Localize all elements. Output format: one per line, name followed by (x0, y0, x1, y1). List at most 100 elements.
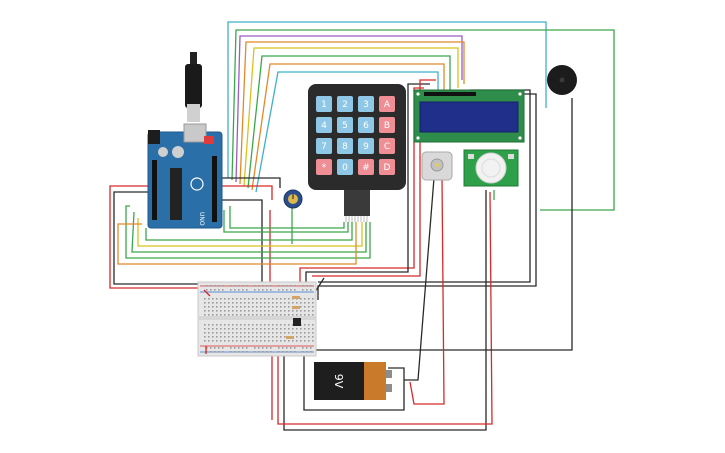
breadboard-hole (252, 332, 254, 334)
wire-yellow-kp[interactable] (137, 218, 363, 247)
keypad-key-9[interactable]: 9 (358, 138, 374, 154)
wire-red-5v[interactable] (109, 185, 208, 289)
wire-red-pot[interactable] (214, 185, 273, 200)
keypad-pins (345, 216, 368, 222)
breadboard-hole (268, 298, 270, 300)
breadboard-hole (212, 340, 214, 342)
resistor (286, 336, 294, 339)
keypad-key-face (316, 96, 332, 112)
wire-black-motor[interactable] (404, 177, 435, 381)
wire-black-buzzer[interactable] (312, 98, 573, 351)
battery-9v: 9V (314, 362, 392, 400)
breadboard-hole (252, 310, 254, 312)
breadboard-hole (204, 328, 206, 330)
breadboard-rail-hole (258, 351, 260, 353)
breadboard-hole (248, 324, 250, 326)
breadboard-hole (288, 340, 290, 342)
wire-purple-top[interactable] (235, 35, 463, 183)
breadboard-hole (256, 298, 258, 300)
potentiometer[interactable] (283, 189, 303, 209)
breadboard-hole (268, 306, 270, 308)
breadboard-rail-hole (310, 289, 312, 291)
wire-teal-top[interactable] (227, 21, 547, 178)
wire-red-motor[interactable] (409, 177, 445, 405)
wire-black-pot[interactable] (214, 177, 281, 188)
keypad-key-label: 6 (363, 121, 369, 131)
breadboard-hole (308, 332, 310, 334)
keypad-key-hash[interactable]: # (358, 159, 374, 175)
keypad-key-8[interactable]: 8 (337, 138, 353, 154)
arduino-board[interactable]: UNO (147, 52, 223, 229)
keypad-key-label: 2 (342, 100, 348, 110)
wire-orange-top[interactable] (239, 41, 465, 185)
keypad-key-3[interactable]: 3 (358, 96, 374, 112)
breadboard-hole (216, 336, 218, 338)
keypad-key-6[interactable]: 6 (358, 117, 374, 133)
wire-green-kp4[interactable] (223, 210, 349, 233)
capacitor (158, 147, 168, 157)
keypad-key-b[interactable]: B (379, 117, 395, 133)
breadboard-rail-hole (242, 351, 244, 353)
arduino-logo (190, 177, 204, 191)
breadboard-rail-hole (270, 347, 272, 349)
wire-black-pot-2[interactable] (214, 199, 263, 286)
wire-green-top-2[interactable] (247, 55, 451, 189)
keypad-key-1[interactable]: 1 (316, 96, 332, 112)
keypad-key-star[interactable]: * (316, 159, 332, 175)
wire-green-kp2[interactable] (131, 211, 367, 253)
wire-orange-top-2[interactable] (251, 63, 445, 191)
wire-black-pir[interactable] (283, 190, 487, 431)
breadboard-hole (220, 314, 222, 316)
keypad-key-d[interactable]: D (379, 159, 395, 175)
breadboard-hole (256, 336, 258, 338)
dc-motor (421, 151, 453, 181)
wire-green-top[interactable] (231, 29, 615, 211)
wire-black-gnd[interactable] (113, 191, 208, 285)
keypad-key-0[interactable]: 0 (337, 159, 353, 175)
keypad-key-label: B (384, 121, 390, 131)
breadboard-rail-hole (290, 285, 292, 287)
keypad-key-7[interactable]: 7 (316, 138, 332, 154)
wire-red-pir[interactable] (277, 191, 493, 425)
breadboard-hole (288, 298, 290, 300)
keypad-key-4[interactable]: 4 (316, 117, 332, 133)
arduino-brand-label: UNO (198, 212, 205, 226)
breadboard-hole (284, 310, 286, 312)
wire-red-lcd2[interactable] (312, 79, 436, 277)
wire-teal-top-2[interactable] (255, 71, 439, 193)
breadboard-hole (264, 340, 266, 342)
keypad-key-c[interactable]: C (379, 138, 395, 154)
breadboard-hole (284, 306, 286, 308)
keypad-key-face (358, 117, 374, 133)
wire-green-kp1[interactable] (125, 205, 371, 259)
wire-black-lcd[interactable] (305, 83, 430, 290)
wire-orange-kp[interactable] (117, 222, 357, 265)
lcd-header (424, 92, 476, 96)
breadboard-hole (308, 310, 310, 312)
breadboard-rail-hole (286, 347, 288, 349)
wire-black-battery[interactable] (303, 352, 405, 411)
breadboard-hole (300, 306, 302, 308)
keypad-key-a[interactable]: A (379, 96, 395, 112)
wire-yellow-top[interactable] (243, 47, 459, 187)
breadboard-hole (308, 314, 310, 316)
wire-red-lcd[interactable] (299, 87, 424, 290)
breadboard-hole (204, 336, 206, 338)
breadboard-hole (280, 310, 282, 312)
breadboard-rail-hole (302, 285, 304, 287)
breadboard-hole (296, 328, 298, 330)
keypad-key-2[interactable]: 2 (337, 96, 353, 112)
wire-green-kp3[interactable] (145, 222, 353, 241)
wire-green-kp5[interactable] (229, 206, 345, 229)
keypad-key-label: 8 (342, 142, 348, 152)
breadboard-rail-hole (294, 285, 296, 287)
breadboard-rail-hole (270, 289, 272, 291)
breadboard-hole (248, 336, 250, 338)
breadboard-rail-hole (286, 351, 288, 353)
breadboard-hole (300, 314, 302, 316)
breadboard-hole (280, 328, 282, 330)
reset-button[interactable] (204, 136, 214, 144)
keypad-key-5[interactable]: 5 (337, 117, 353, 133)
breadboard-rail-hole (242, 347, 244, 349)
